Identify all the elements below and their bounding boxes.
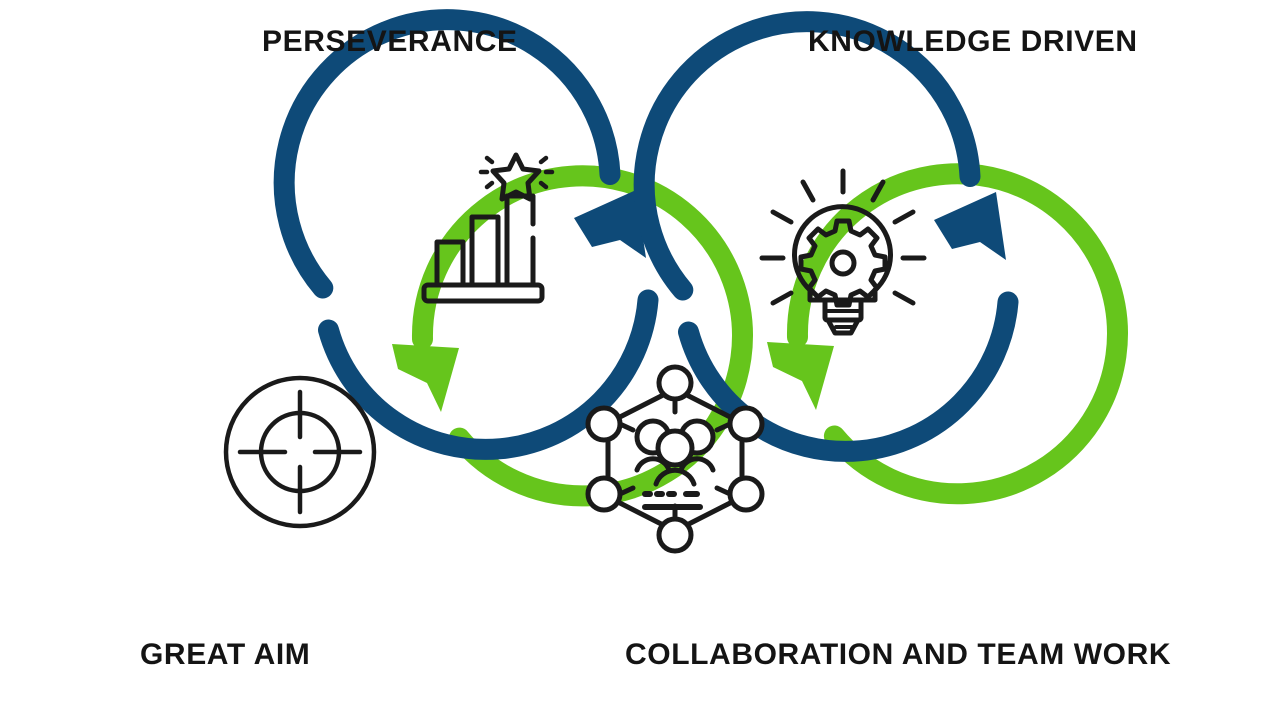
great-aim-arrowhead [392,344,459,412]
network-team-icon [585,364,765,554]
ring-great-aim[interactable] [392,165,753,507]
ring-knowledge-driven[interactable] [633,11,1019,462]
network-node-top [656,364,694,402]
knowledge-arrowhead [934,192,1006,260]
network-nodes [585,364,765,554]
bar-chart-star-icon [421,152,555,304]
people-group-glyph [634,418,716,487]
knowledge-arc-main [633,11,981,301]
star-sparkle-rays [478,155,555,190]
lightbulb-glass [792,204,893,293]
label-great-aim: GREAT AIM [140,638,311,671]
ring-collaboration[interactable] [767,163,1128,505]
target-crosshair-icon [223,375,377,529]
bar-chart-bar-1 [434,239,466,288]
gear-glyph [798,218,888,308]
network-node-bottom-left [585,475,623,513]
ring-perseverance[interactable] [273,9,659,460]
network-node-top-right [727,405,765,443]
perseverance-arc-main [273,9,621,299]
bar-chart-bar-2 [469,214,501,288]
person-center-body [653,467,697,487]
person-left-body [634,456,672,473]
network-text-lines [642,491,703,510]
label-collaboration-and-team-work: COLLABORATION AND TEAM WORK [625,638,1172,671]
lightbulb-base-bottom [825,317,861,336]
star-glyph [490,152,542,202]
person-right-body [678,456,716,473]
great-aim-arc [411,165,753,507]
label-knowledge-driven: KNOWLEDGE DRIVEN [808,25,1138,58]
collaboration-arrowhead [767,342,834,410]
bar-chart-baseline [421,282,545,304]
collaboration-arc [786,163,1128,505]
label-perseverance: PERSEVERANCE [262,25,518,58]
perseverance-arrowhead [574,190,646,258]
person-center-head [655,428,695,468]
perseverance-arc-tail [318,289,659,460]
lightbulb-rays [759,168,927,306]
knowledge-arc-tail [678,291,1019,462]
lightbulb-gear-icon [759,168,927,336]
network-node-top-left [585,405,623,443]
network-node-bottom [656,516,694,554]
bar-chart-bar-3 [504,193,536,288]
target-outer-ring [223,375,377,529]
network-node-bottom-right [727,475,765,513]
